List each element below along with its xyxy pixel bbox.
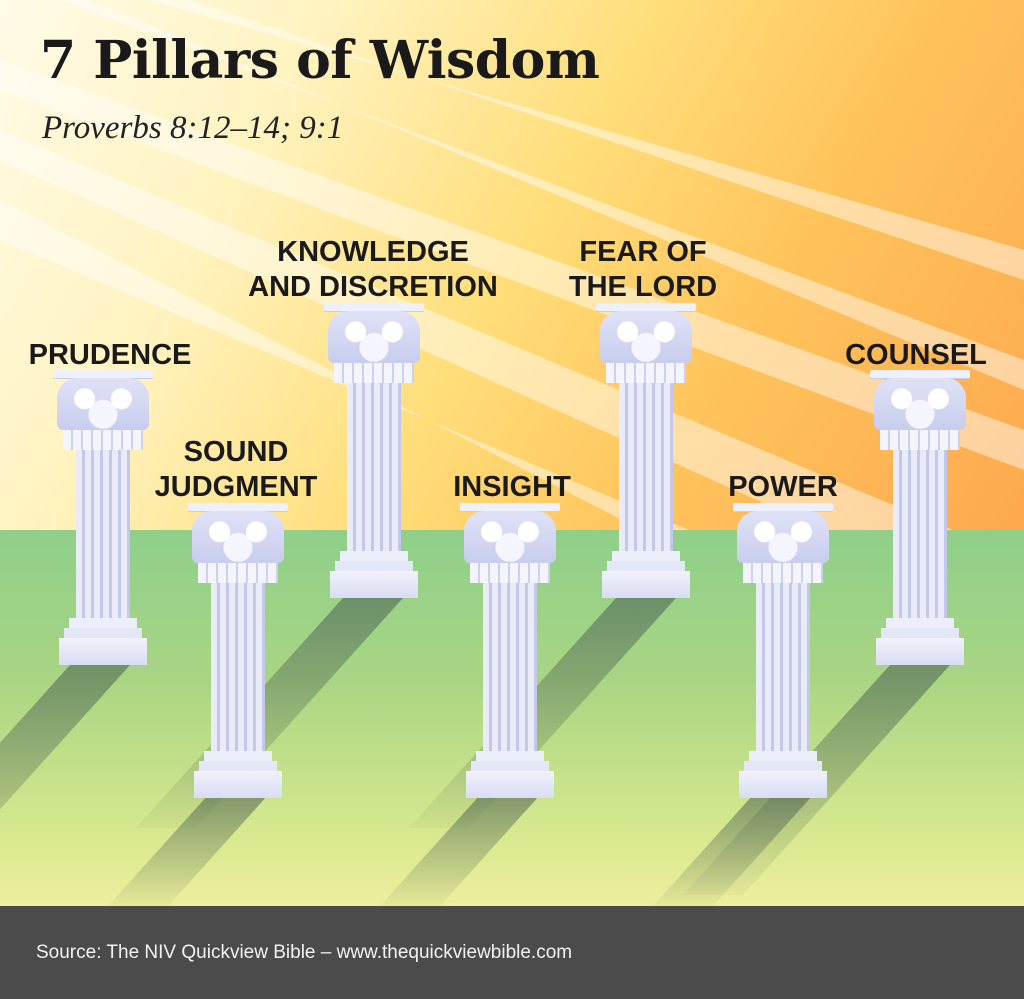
- label-line: AND DISCRETION: [248, 271, 498, 303]
- label-line: THE LORD: [568, 271, 718, 303]
- label-line: POWER: [728, 471, 838, 503]
- pillar-sound-judgment: [188, 503, 288, 798]
- pillar-counsel: [870, 370, 970, 665]
- pillar-label-insight: INSIGHT: [453, 470, 571, 505]
- label-line: PRUDENCE: [28, 339, 192, 371]
- pillar-knowledge: [324, 303, 424, 598]
- label-line: INSIGHT: [453, 471, 571, 503]
- label-line: JUDGMENT: [154, 471, 318, 503]
- label-line: SOUND: [183, 436, 289, 468]
- sky-background: [0, 0, 1024, 530]
- source-credit: Source: The NIV Quickview Bible – www.th…: [36, 942, 573, 963]
- sun-rays: [0, 0, 1024, 530]
- pillar-prudence: [53, 370, 153, 665]
- pillar-label-counsel: COUNSEL: [845, 338, 987, 373]
- label-line: FEAR OF: [579, 236, 707, 268]
- footer: Source: The NIV Quickview Bible – www.th…: [0, 906, 1024, 999]
- pillar-insight: [460, 503, 560, 798]
- pillar-fear-of-the-lord: [596, 303, 696, 598]
- label-line: KNOWLEDGE: [277, 236, 469, 268]
- label-line: COUNSEL: [845, 339, 987, 371]
- pillar-label-prudence: PRUDENCE: [29, 338, 192, 373]
- scripture-reference: Proverbs 8:12–14; 9:1: [42, 110, 344, 146]
- pillar-label-power: POWER: [728, 470, 838, 505]
- pillar-power: [733, 503, 833, 798]
- page-title: 7 Pillars of Wisdom: [40, 30, 600, 91]
